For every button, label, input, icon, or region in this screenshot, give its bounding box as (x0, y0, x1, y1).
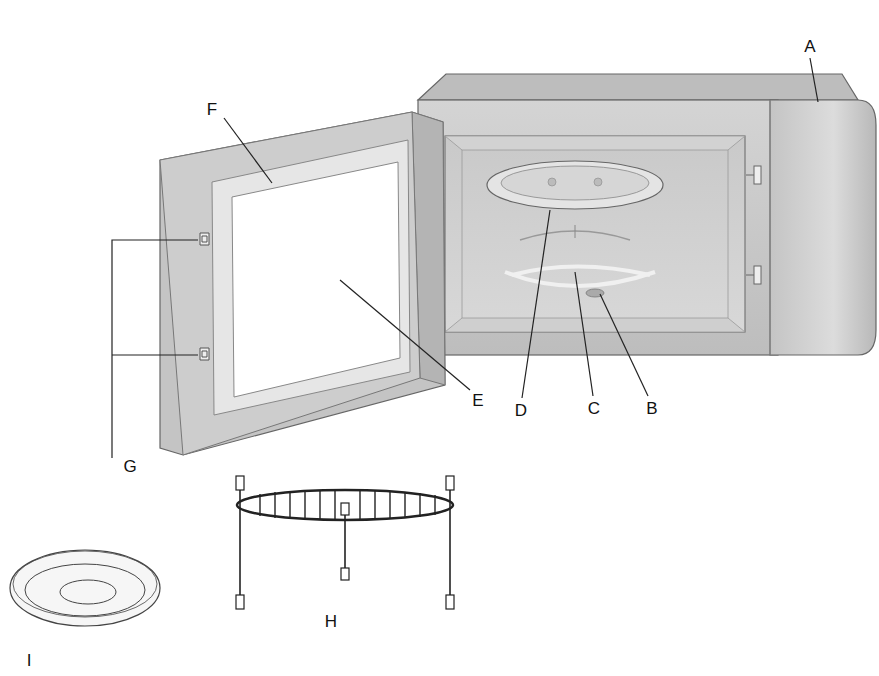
control-panel (770, 100, 876, 355)
leader-lines (112, 58, 818, 458)
door-window (232, 162, 400, 397)
body-front (418, 100, 778, 355)
door-hook (200, 348, 209, 360)
body-top (418, 74, 858, 100)
callout-letter: G (123, 458, 136, 475)
glass-tray (487, 161, 663, 209)
turntable-tray (10, 550, 160, 626)
callout-letter: F (207, 101, 217, 118)
latch-hole (754, 166, 761, 184)
callout-letter: E (472, 392, 483, 409)
grill-rack (236, 476, 454, 609)
door (160, 112, 445, 455)
callout-letter: C (588, 400, 600, 417)
callout-letter: H (325, 613, 337, 630)
callout-letter: A (804, 38, 815, 55)
callout-letter: D (515, 402, 527, 419)
door-hook (200, 233, 209, 245)
latch-hole (754, 266, 761, 284)
door-seal (212, 140, 410, 415)
callout-letter: I (27, 652, 32, 669)
oven-cavity (445, 136, 745, 332)
callout-letter: B (646, 400, 657, 417)
